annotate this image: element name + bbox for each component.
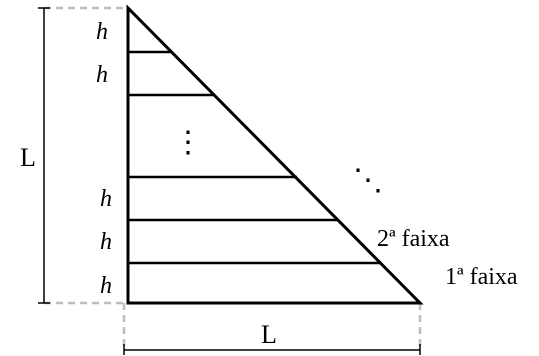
diagonal-ellipsis: ⋱ [353, 164, 383, 197]
strip-height-label: h [100, 273, 112, 299]
right-triangle [126, 4, 424, 305]
strip-height-label: h [100, 229, 112, 255]
vertical-ellipsis: ⋮ [173, 126, 203, 159]
horizontal-side-label: L [261, 320, 277, 349]
vertical-side-label: L [20, 143, 36, 172]
strip-height-label: h [96, 19, 108, 45]
strip-height-label: h [100, 186, 112, 212]
strip-height-label: h [96, 62, 108, 88]
second-strip-label: 2ª faixa [377, 226, 450, 252]
first-strip-label: 1ª faixa [445, 264, 518, 290]
